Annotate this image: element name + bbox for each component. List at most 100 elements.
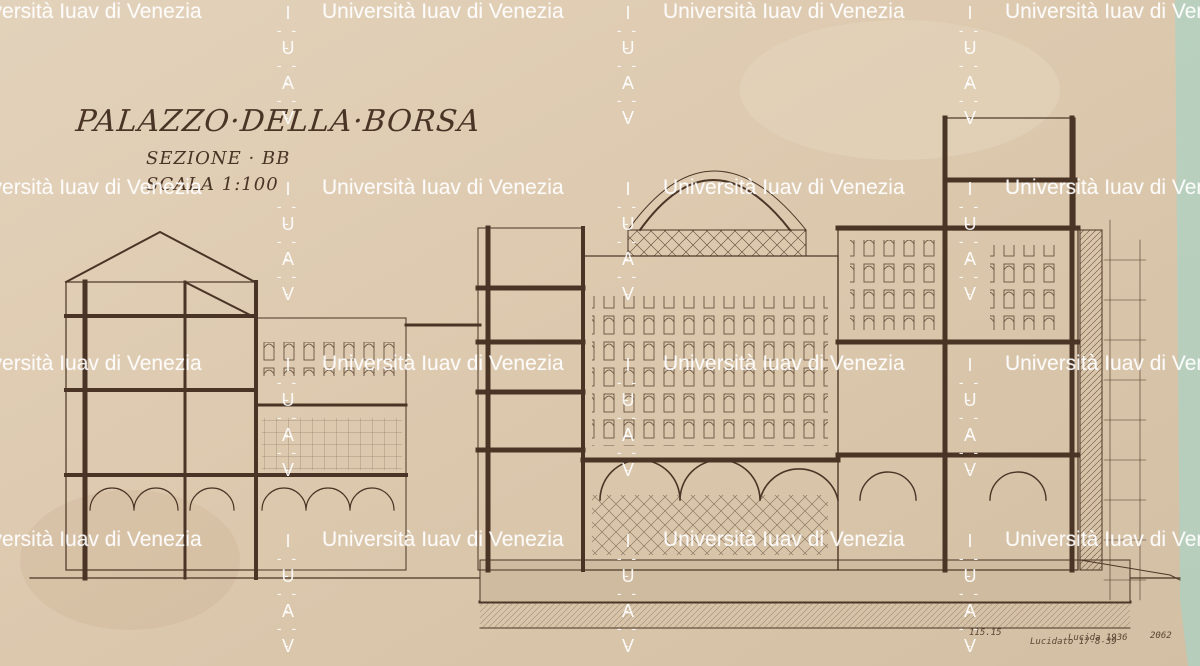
watermark-dash: - - - — [958, 198, 982, 231]
watermark-dash: - - - — [616, 92, 640, 125]
watermark-letter: A — [963, 73, 976, 93]
watermark-letter: I — [967, 531, 973, 551]
drawing-note: 115.15 — [969, 628, 1002, 638]
watermark-dash: - - - — [958, 268, 982, 301]
middle-block — [255, 317, 407, 571]
watermark-vertical: I- - -U- - -A- - -V — [273, 356, 303, 479]
watermark-dash: - - - — [276, 620, 300, 653]
right-arcade — [859, 471, 1047, 501]
watermark-letter: I — [625, 355, 631, 375]
watermark-letter: A — [621, 73, 634, 93]
watermark-vertical: I- - -U- - -A- - -V — [273, 180, 303, 303]
watermark-dash: - - - — [276, 585, 300, 618]
watermark-dash: - - - — [958, 409, 982, 442]
watermark-letter: I — [285, 531, 291, 551]
watermark-letter: U — [281, 390, 295, 410]
drawing-section: SEZIONE · BB — [146, 148, 291, 169]
watermark-letter: V — [963, 108, 976, 128]
watermark-dash: - - - — [616, 409, 640, 442]
dome-drum — [627, 229, 807, 257]
watermark-dash: - - - — [616, 620, 640, 653]
dimension-ticks — [1103, 259, 1147, 581]
dome — [638, 179, 792, 232]
watermark-dash: - - - — [616, 233, 640, 266]
watermark-letter: V — [281, 460, 294, 480]
watermark-dash: - - - — [616, 198, 640, 231]
watermark-letter: I — [285, 179, 291, 199]
watermark-text: Università Iuav di Venezia — [1005, 0, 1200, 23]
drawing-note: Lucida 1936 — [1068, 633, 1128, 643]
dome-outline — [627, 170, 807, 231]
watermark-letter: I — [967, 3, 973, 23]
watermark-dash: - - - — [276, 268, 300, 301]
paper-stain — [20, 490, 240, 630]
watermark-vertical: I- - -U- - -A- - -V — [613, 4, 643, 127]
watermark-dash: - - - — [276, 198, 300, 231]
middle-arcade — [261, 487, 395, 511]
watermark-letter: I — [967, 355, 973, 375]
watermark-dash: - - - — [958, 444, 982, 477]
watermark-dash: - - - — [616, 57, 640, 90]
watermark-letter: U — [963, 38, 977, 58]
watermark-vertical: I- - -U- - -A- - -V — [955, 532, 985, 655]
watermark-dash: - - - — [616, 268, 640, 301]
watermark-letter: U — [621, 38, 635, 58]
watermark-letter: I — [285, 355, 291, 375]
rusticated-pier — [1079, 229, 1103, 571]
drawing-scale: SCALA 1:100 — [146, 174, 279, 195]
watermark-letter: A — [963, 249, 976, 269]
watermark-letter: I — [967, 179, 973, 199]
watermark-letter: I — [625, 179, 631, 199]
basement-band — [479, 559, 1131, 603]
watermark-letter: V — [621, 284, 634, 304]
watermark-letter: V — [963, 636, 976, 656]
watermark-text: Università Iuav di Venezia — [663, 0, 905, 23]
watermark-dash: - - - — [276, 374, 300, 407]
watermark-letter: U — [281, 38, 295, 58]
stair-ramp — [1079, 559, 1181, 581]
watermark-dash: - - - — [958, 92, 982, 125]
watermark-text: Università Iuav di Venezia — [1005, 176, 1200, 199]
watermark-dash: - - - — [276, 233, 300, 266]
watermark-text: Università Iuav di Venezia — [322, 352, 564, 375]
watermark-text: Università Iuav di Venezia — [1005, 528, 1200, 551]
basement-hatch — [480, 602, 1130, 628]
watermark-dash: - - - — [616, 444, 640, 477]
watermark-text: Università Iuav di Venezia — [0, 0, 202, 23]
left-gable — [64, 230, 257, 284]
hall-columns — [592, 495, 828, 555]
watermark-text: Università Iuav di Venezia — [0, 528, 202, 551]
right-windows — [990, 245, 1060, 330]
watermark-dash: - - - — [616, 585, 640, 618]
watermark-letter: V — [963, 460, 976, 480]
watermark-letter: V — [963, 284, 976, 304]
watermark-text: Università Iuav di Venezia — [0, 352, 202, 375]
right-windows — [850, 240, 940, 330]
watermark-letter: A — [963, 425, 976, 445]
hall-windows — [592, 296, 828, 446]
watermark-dash: - - - — [958, 585, 982, 618]
watermark-text: Università Iuav di Venezia — [322, 528, 564, 551]
watermark-letter: I — [285, 3, 291, 23]
watermark-letter: U — [621, 214, 635, 234]
watermark-vertical: I- - -U- - -A- - -V — [613, 356, 643, 479]
watermark-text: Università Iuav di Venezia — [1005, 352, 1200, 375]
watermark-letter: A — [621, 425, 634, 445]
slope-roof — [183, 280, 258, 320]
watermark-text: Università Iuav di Venezia — [663, 352, 905, 375]
watermark-dash: - - - — [958, 233, 982, 266]
paper-stain — [740, 20, 1060, 160]
watermark-text: Università Iuav di Venezia — [663, 528, 905, 551]
watermark-letter: A — [621, 601, 634, 621]
watermark-text: Università Iuav di Venezia — [0, 176, 202, 199]
watermark-letter: U — [621, 566, 635, 586]
watermark-letter: A — [621, 249, 634, 269]
watermark-letter: U — [963, 566, 977, 586]
watermark-dash: - - - — [276, 409, 300, 442]
watermark-dash: - - - — [958, 57, 982, 90]
arcade — [89, 487, 235, 511]
watermark-letter: U — [963, 214, 977, 234]
watermark-dash: - - - — [616, 550, 640, 583]
watermark-text: Università Iuav di Venezia — [322, 176, 564, 199]
